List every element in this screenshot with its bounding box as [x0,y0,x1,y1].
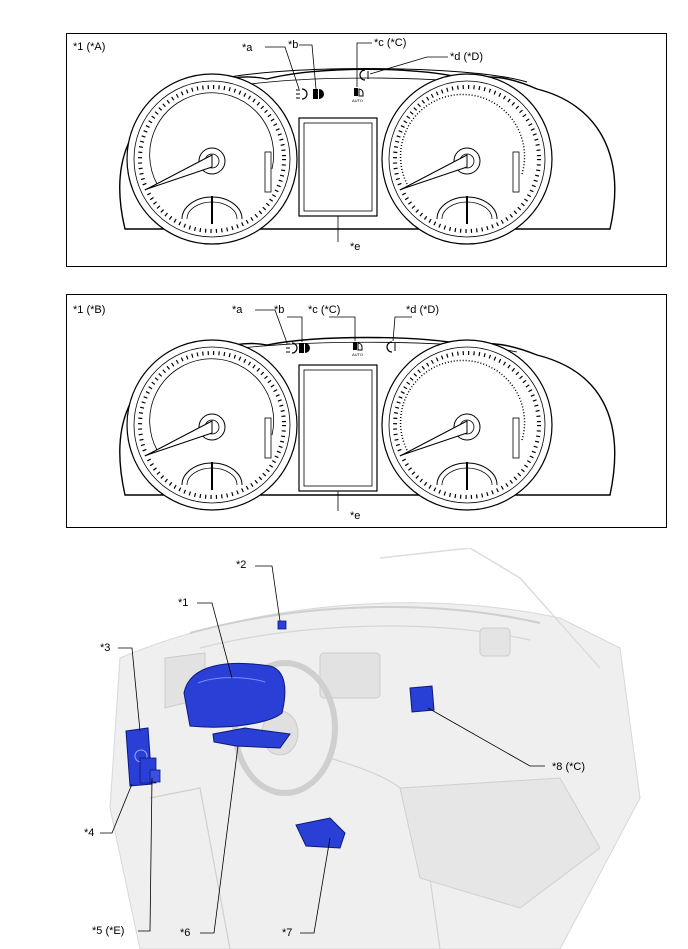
multi-info-display [298,364,378,492]
component-6 [212,727,291,749]
indicator-c-icon: AUTO [352,342,363,357]
multi-info-display [298,117,378,217]
callout-b: *b [288,39,299,51]
component-5 [149,769,161,783]
component-7 [295,817,346,849]
callout-8: *8 (*C) [552,761,586,773]
callout-a: *a [242,42,253,54]
steering-wheel [232,660,338,796]
indicator-a-icon [296,88,308,100]
cluster-drawing-b: AUTO [119,309,616,511]
component-8 [409,685,435,713]
callout-e: *e [350,241,361,253]
callout-d: *d (*D) [450,51,484,63]
callout-c: *c (*C) [374,37,407,49]
indicator-b-icon [313,89,324,99]
callout-5: *5 (*E) [92,925,125,937]
tachometer-gauge [381,339,553,511]
tachometer-gauge [381,73,553,245]
speedometer-gauge [126,339,298,511]
panel-a-title: *1 (*A) [73,41,106,53]
callout-2: *2 [236,559,247,571]
auto-label: AUTO [352,352,363,357]
callout-b: *b [274,304,285,316]
callout-a: *a [232,304,243,316]
callout-1: *1 [178,597,189,609]
meter-panel-b: *1 (*B) *a *b *c (*C) *d (*D) *e [66,294,667,528]
indicator-b-icon [299,343,310,353]
panel-b-title: *1 (*B) [73,304,106,316]
callout-d: *d (*D) [406,304,440,316]
combination-meter-component [183,662,286,728]
callout-4: *4 [84,827,95,839]
indicator-a-icon [286,342,298,354]
vehicle-interior-illustration [100,548,641,949]
cluster-drawing-a: AUTO [119,42,616,245]
meter-panel-a: *1 (*A) *a *b *c (*C) *d (*D) *e [66,33,667,267]
indicator-d-icon [359,69,369,81]
indicator-c-icon: AUTO [352,88,364,103]
callout-3: *3 [100,642,111,654]
component-2 [277,620,287,630]
callout-6: *6 [180,927,191,939]
callout-e: *e [350,510,361,522]
callout-7: *7 [282,927,293,939]
callout-c: *c (*C) [308,304,341,316]
indicator-d-icon [386,341,396,353]
auto-label: AUTO [352,98,363,103]
speedometer-gauge [126,73,298,245]
